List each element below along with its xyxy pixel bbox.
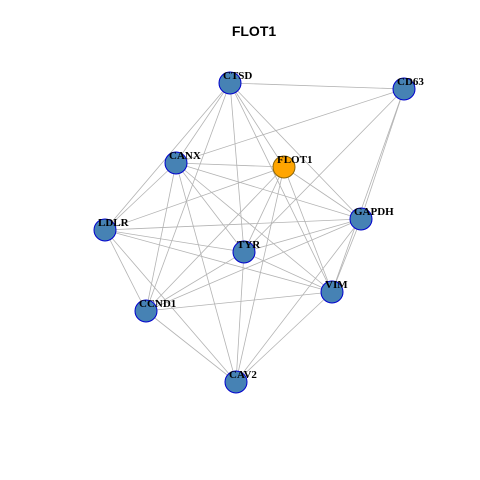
node-circle-flot1[interactable] [272,155,296,179]
node-label-vim: VIM [325,279,348,291]
node-circle-ldlr[interactable] [93,218,117,242]
node-label-ldlr: LDLR [98,217,130,229]
edge-canx-cav2 [175,162,237,383]
edge-gapdh-ldlr [104,218,362,231]
node-circle-ctsd[interactable] [218,71,242,95]
edge-canx-ldlr [104,162,177,231]
edge-ctsd-flot1 [229,82,285,168]
edge-flot1-ccnd1 [145,166,285,312]
edge-canx-gapdh [175,162,362,220]
edge-ctsd-ccnd1 [145,82,231,312]
edge-ctsd-vim [229,82,333,293]
node-canx[interactable]: CANX [164,150,201,175]
edge-ctsd-tyr [229,82,245,253]
edge-cd63-tyr [243,88,405,253]
edge-vim-cav2 [235,291,333,383]
node-circle-cav2[interactable] [224,370,248,394]
edge-ctsd-gapdh [229,82,362,220]
edge-ldlr-tyr [104,229,245,253]
edge-gapdh-tyr [243,218,362,253]
edge-cd63-canx [175,88,405,164]
node-ldlr[interactable]: LDLR [93,217,130,242]
edge-cd63-gapdh [360,88,405,220]
edge-canx-vim [175,162,333,293]
node-gapdh[interactable]: GAPDH [349,206,394,231]
edge-ctsd-cd63 [229,82,405,90]
node-cd63[interactable]: CD63 [392,76,424,101]
node-label-gapdh: GAPDH [354,206,394,218]
node-circle-cd63[interactable] [392,77,416,101]
edge-ccnd1-cav2 [145,310,237,383]
edge-ctsd-canx [175,82,231,164]
node-tyr[interactable]: TYR [232,239,261,264]
graph-title: FLOT1 [232,23,277,39]
edge-canx-ccnd1 [145,162,177,312]
edges-layer [104,82,405,383]
node-label-ctsd: CTSD [223,70,252,82]
node-circle-gapdh[interactable] [349,207,373,231]
edge-tyr-cav2 [235,251,245,383]
node-label-canx: CANX [169,150,201,162]
node-label-flot1: FLOT1 [277,154,312,166]
node-circle-ccnd1[interactable] [134,299,158,323]
edge-flot1-gapdh [283,166,362,220]
edge-cd63-vim [331,88,405,293]
edge-flot1-ldlr [104,166,285,231]
node-circle-tyr[interactable] [232,240,256,264]
edge-canx-tyr [175,162,245,253]
edge-vim-ccnd1 [145,291,333,312]
edge-gapdh-ccnd1 [145,218,362,312]
node-label-cd63: CD63 [397,76,424,88]
node-vim[interactable]: VIM [320,279,348,304]
node-ccnd1[interactable]: CCND1 [134,298,176,323]
edge-ldlr-cav2 [104,229,237,383]
node-label-cav2: CAV2 [229,369,257,381]
edge-ldlr-vim [104,229,333,293]
edge-gapdh-vim [331,218,362,293]
node-cav2[interactable]: CAV2 [224,369,257,394]
edge-gapdh-cav2 [235,218,362,383]
node-circle-vim[interactable] [320,280,344,304]
node-ctsd[interactable]: CTSD [218,70,252,95]
edge-tyr-vim [243,251,333,293]
node-label-ccnd1: CCND1 [139,298,176,310]
edge-ldlr-ccnd1 [104,229,147,312]
edge-flot1-cav2 [235,166,285,383]
node-label-tyr: TYR [237,239,261,251]
edge-tyr-ccnd1 [145,251,245,312]
edge-canx-flot1 [175,162,285,168]
node-flot1[interactable]: FLOT1 [272,154,312,179]
edge-flot1-vim [283,166,333,293]
edge-flot1-tyr [243,166,285,253]
node-circle-canx[interactable] [164,151,188,175]
